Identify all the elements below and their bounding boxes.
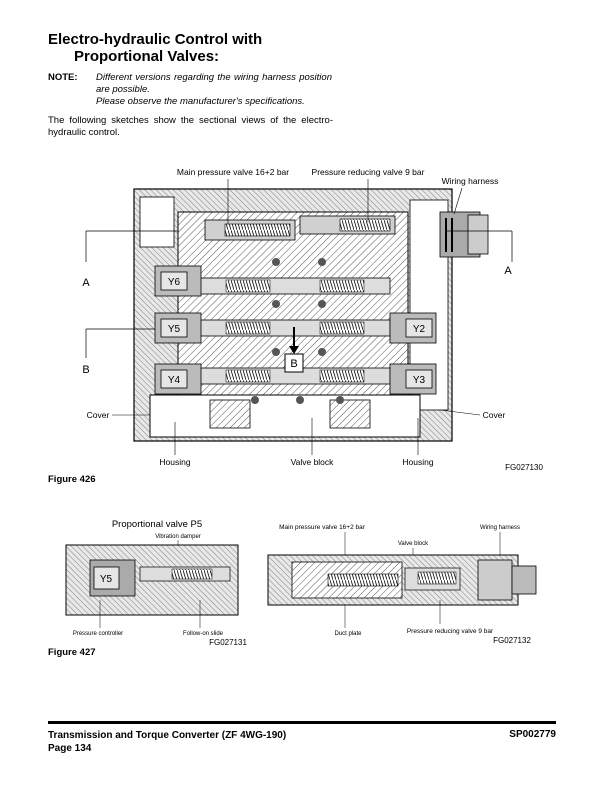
y2-label: Y2: [413, 324, 426, 335]
y5-label: Y5: [168, 324, 181, 335]
proportional-valve-title: Proportional valve P5: [112, 519, 202, 530]
note-line2: Please observe the manufacturer's specif…: [96, 96, 305, 107]
figure-426-code: FG027130: [505, 463, 543, 472]
section-title: Electro-hydraulic Control with Proportio…: [48, 31, 262, 65]
wiring-harness-small-label: Wiring harness: [480, 525, 520, 531]
note-label: NOTE:: [48, 72, 78, 83]
solenoid-y5: Y5: [154, 312, 202, 344]
figure-426-drawing: Y6 Y5 Y4 Y2 Y3 B A A B Main pressure val…: [82, 167, 543, 472]
main-pressure-small-label: Main pressure valve 16+2 bar: [279, 524, 366, 531]
pressure-reducing-label: Pressure reducing valve 9 bar: [312, 167, 425, 177]
footer-rule: [48, 721, 556, 724]
y6-label: Y6: [168, 277, 181, 288]
solenoid-y6: Y6: [154, 265, 202, 297]
pressure-controller-label: Pressure controller: [73, 631, 123, 637]
main-pressure-label: Main pressure valve 16+2 bar: [177, 167, 289, 177]
solenoid-y3: Y3: [389, 363, 437, 395]
section-b-marker: [284, 353, 304, 373]
solenoid-y2: Y2: [389, 312, 437, 344]
note-text: Different versions regarding the wiring …: [96, 72, 332, 108]
figure-427-label: Figure 427: [48, 647, 96, 658]
note-line1: Different versions regarding the wiring …: [96, 72, 332, 95]
figure-426-label: Figure 426: [48, 474, 96, 485]
cover-left-label: Cover: [87, 410, 110, 420]
follow-on-slide-label: Follow-on slide: [183, 631, 224, 637]
footer-doc-title: Transmission and Torque Converter (ZF 4W…: [48, 730, 287, 741]
duct-plate-label: Duct plate: [334, 631, 362, 637]
pressure-reducing-small-label: Pressure reducing valve 9 bar: [407, 628, 494, 635]
wiring-harness-small-connector: [511, 565, 537, 595]
footer-page-number: Page 134: [48, 743, 92, 754]
y3-label: Y3: [413, 375, 426, 386]
vibration-damper-label: Vibration damper: [155, 534, 201, 540]
intro-paragraph: The following sketches show the sectiona…: [48, 115, 333, 138]
housing-right-label: Housing: [402, 457, 433, 467]
cover-right-label: Cover: [483, 410, 506, 420]
a-left-label: A: [82, 277, 90, 289]
b-left-label: B: [82, 364, 89, 376]
a-right-label: A: [504, 265, 512, 277]
b-center-label: B: [290, 358, 297, 370]
figure-427-right-code: FG027132: [493, 636, 531, 645]
valve-block-label: Valve block: [291, 457, 335, 467]
housing-left-label: Housing: [159, 457, 190, 467]
figure-427-drawing: Proportional valve P5 Vibration damper Y…: [65, 519, 537, 647]
valve-block-small-label: Valve block: [398, 541, 429, 547]
solenoid-y4: Y4: [154, 363, 202, 395]
footer-doc-id: SP002779: [509, 729, 556, 740]
figure-427-left-code: FG027131: [209, 638, 247, 647]
y5-small-label: Y5: [100, 574, 113, 585]
footer-left: Transmission and Torque Converter (ZF 4W…: [48, 729, 286, 755]
section-title-line1: Electro-hydraulic Control with: [48, 31, 263, 48]
y4-label: Y4: [168, 375, 181, 386]
section-title-line2: Proportional Valves:: [74, 48, 220, 65]
wiring-harness-label: Wiring harness: [442, 176, 499, 186]
